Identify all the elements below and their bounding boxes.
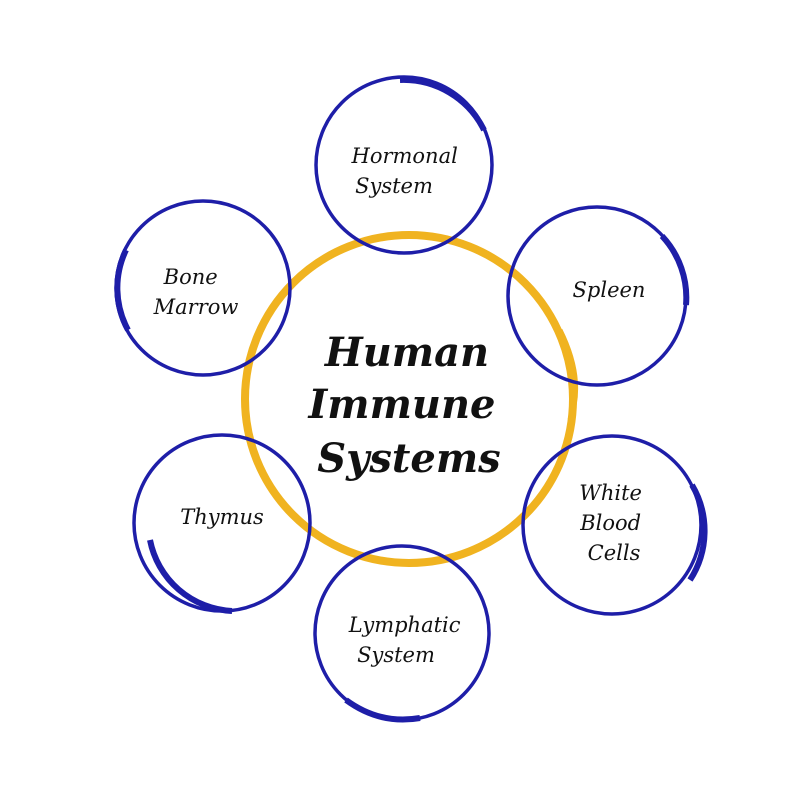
node-thymus-label: Thymus xyxy=(180,505,264,529)
node-white-blood-cells-line-2: Blood xyxy=(579,511,641,535)
hub-title: Human Immune Systems xyxy=(308,329,510,482)
node-bone-marrow-label: Bone Marrow xyxy=(153,265,239,319)
node-thymus-stroke-accent xyxy=(147,539,233,614)
node-hormonal-system-label: Hormonal System xyxy=(351,144,465,198)
node-hormonal-system-line-1: Hormonal xyxy=(351,144,458,168)
node-lymphatic-system-line-2: System xyxy=(357,643,435,667)
node-spleen-line-1: Spleen xyxy=(573,278,646,302)
node-lymphatic-system-label: Lymphatic System xyxy=(348,613,467,667)
node-spleen-label: Spleen xyxy=(573,278,646,302)
hub-title-line-1: Human xyxy=(324,329,489,376)
hub-title-line-2: Immune xyxy=(308,381,496,428)
node-spleen: Spleen xyxy=(506,205,690,387)
node-spleen-stroke-accent xyxy=(659,233,690,306)
node-hormonal-system: Hormonal System xyxy=(314,75,494,255)
node-white-blood-cells: White Blood Cells xyxy=(521,434,708,616)
node-bone-marrow: Bone Marrow xyxy=(114,199,292,377)
node-hormonal-system-stroke-accent xyxy=(399,76,487,132)
node-white-blood-cells-ring xyxy=(521,434,703,616)
hub: Human Immune Systems xyxy=(241,231,579,567)
node-white-blood-cells-label: White Blood Cells xyxy=(579,481,648,565)
node-lymphatic-system: Lymphatic System xyxy=(313,544,491,723)
node-thymus: Thymus xyxy=(132,433,312,614)
hub-ring-stroke-tail xyxy=(557,328,579,421)
node-white-blood-cells-line-1: White xyxy=(579,481,642,505)
node-lymphatic-system-stroke-accent xyxy=(344,697,421,723)
node-lymphatic-system-line-1: Lymphatic xyxy=(348,613,461,637)
node-bone-marrow-line-1: Bone xyxy=(163,265,218,289)
node-bone-marrow-line-2: Marrow xyxy=(153,295,239,319)
node-white-blood-cells-line-3: Cells xyxy=(588,541,641,565)
node-hormonal-system-line-2: System xyxy=(355,174,433,198)
hub-title-line-3: Systems xyxy=(317,435,500,482)
node-thymus-line-1: Thymus xyxy=(180,505,264,529)
node-bone-marrow-stroke-accent xyxy=(114,248,131,332)
node-white-blood-cells-stroke-accent xyxy=(687,483,708,582)
